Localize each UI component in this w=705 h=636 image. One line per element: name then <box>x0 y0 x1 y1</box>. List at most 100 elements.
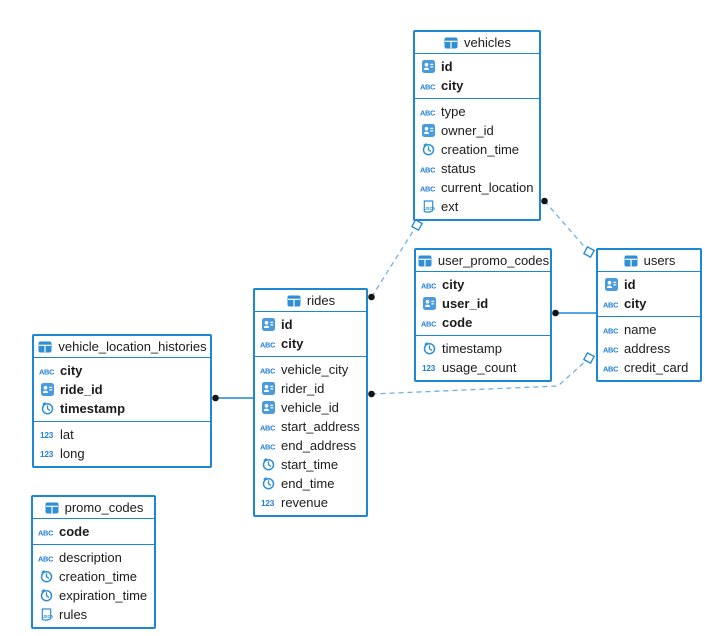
table-icon <box>37 341 53 353</box>
field-row: user_id <box>416 294 550 313</box>
clock-icon <box>421 342 437 355</box>
field-row: owner_id <box>415 121 539 140</box>
relation-rides-vehicles[interactable] <box>368 218 424 301</box>
json-doc-icon: JSON <box>38 608 54 621</box>
field-name: city <box>60 363 83 378</box>
field-row: JSON ext <box>415 197 539 216</box>
relation-parent-diamond <box>582 351 596 365</box>
number-123-type-icon: 123 <box>39 429 55 440</box>
user-id-badge-icon <box>260 382 276 395</box>
field-row: expiration_time <box>33 586 154 605</box>
relation-child-dot <box>368 390 375 398</box>
user-id-badge-icon <box>421 297 437 310</box>
table-header[interactable]: rides <box>255 290 366 312</box>
clock-icon <box>38 589 54 602</box>
field-row: creation_time <box>415 140 539 159</box>
field-name: owner_id <box>441 123 494 138</box>
abc-text-type-icon: ABC <box>603 363 619 373</box>
field-name: rules <box>59 607 88 622</box>
table-header[interactable]: user_promo_codes <box>416 250 550 272</box>
abc-text-type-icon: ABC <box>38 527 54 537</box>
number-123-type-icon: 123 <box>39 448 55 459</box>
field-row: end_time <box>255 474 366 493</box>
field-name: rider_id <box>281 381 325 396</box>
field-name: user_id <box>442 296 489 311</box>
svg-text:JSON: JSON <box>424 206 434 211</box>
abc-text-type-icon: ABC <box>38 553 54 563</box>
svg-text:JSON: JSON <box>42 614 52 619</box>
field-name: vehicle_city <box>281 362 349 377</box>
field-name: start_time <box>281 457 339 472</box>
number-123-type-icon: 123 <box>260 497 276 508</box>
abc-text-type-icon: ABC <box>420 164 436 174</box>
field-name: address <box>624 341 671 356</box>
table-icon <box>623 255 639 267</box>
number-123-type-icon: 123 <box>421 362 437 373</box>
table-name: vehicle_location_histories <box>58 339 207 354</box>
relation-vehicle_location_histories-rides[interactable] <box>212 394 253 402</box>
field-row: vehicle_id <box>255 398 366 417</box>
svg-text:ABC: ABC <box>603 326 619 335</box>
user-id-badge-icon <box>260 318 276 331</box>
field-row: ride_id <box>34 380 210 399</box>
field-name: ext <box>441 199 459 214</box>
field-row: id <box>415 57 539 76</box>
field-name: type <box>441 104 466 119</box>
svg-text:ABC: ABC <box>260 423 276 432</box>
svg-text:ABC: ABC <box>603 300 619 309</box>
field-row: JSON rules <box>33 605 154 624</box>
field-name: revenue <box>281 495 328 510</box>
svg-text:ABC: ABC <box>38 528 54 537</box>
relation-child-dot <box>212 394 219 402</box>
field-name: creation_time <box>441 142 520 157</box>
field-name: end_address <box>281 438 357 453</box>
table-header[interactable]: users <box>598 250 700 272</box>
field-name: timestamp <box>442 341 502 356</box>
field-name: end_time <box>281 476 335 491</box>
abc-text-type-icon: ABC <box>603 299 619 309</box>
abc-text-type-icon: ABC <box>421 280 437 290</box>
abc-text-type-icon: ABC <box>603 325 619 335</box>
table-header[interactable]: vehicles <box>415 32 539 54</box>
table-header[interactable]: promo_codes <box>33 497 154 519</box>
field-name: description <box>59 550 122 565</box>
svg-text:123: 123 <box>422 364 436 373</box>
relation-vehicles-users[interactable] <box>541 197 596 259</box>
field-name: id <box>281 317 293 332</box>
clock-icon <box>38 570 54 583</box>
table-icon <box>44 502 60 514</box>
svg-text:ABC: ABC <box>260 366 276 375</box>
field-name: start_address <box>281 419 360 434</box>
relation-rides-users[interactable] <box>368 351 596 398</box>
abc-text-type-icon: ABC <box>260 441 276 451</box>
field-row: id <box>598 275 700 294</box>
field-name: credit_card <box>624 360 689 375</box>
table-header[interactable]: vehicle_location_histories <box>34 336 210 358</box>
field-name: ride_id <box>60 382 103 397</box>
svg-text:ABC: ABC <box>421 319 437 328</box>
abc-text-type-icon: ABC <box>421 318 437 328</box>
svg-text:ABC: ABC <box>420 82 436 91</box>
relation-user_promo_codes-users[interactable] <box>552 309 596 317</box>
svg-text:ABC: ABC <box>260 340 276 349</box>
